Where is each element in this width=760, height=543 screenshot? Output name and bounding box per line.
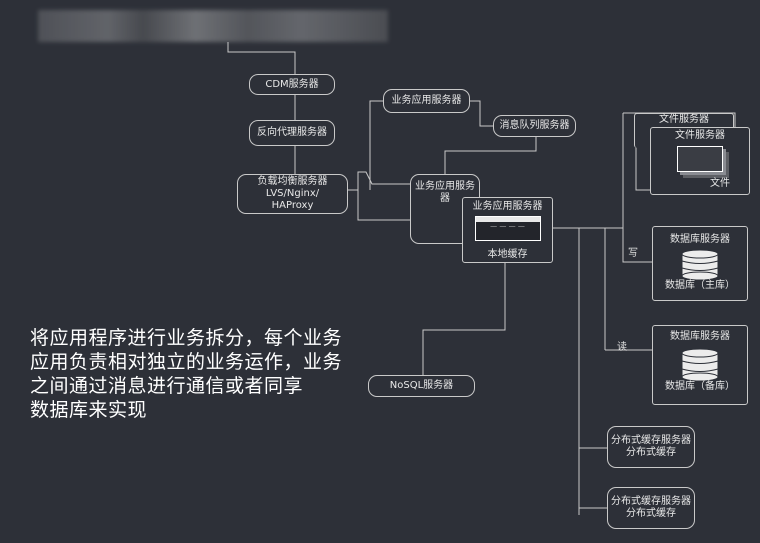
window-titlebar xyxy=(475,217,540,222)
caption-line: 数据库来实现 xyxy=(30,399,148,421)
cdn-server: CDM服务器 xyxy=(249,74,335,95)
nosql-server: NoSQL服务器 xyxy=(368,375,475,397)
file-label: 文件 xyxy=(710,178,730,189)
file-server: 文件服务器 文件 xyxy=(650,127,750,195)
blurred-header xyxy=(38,10,388,42)
dist-cache-server-1: 分布式缓存服务器 分布式缓存 xyxy=(607,426,695,468)
nosql-server-label: NoSQL服务器 xyxy=(389,380,454,391)
caption-line: 之间通过消息进行通信或者同享 xyxy=(30,375,304,397)
local-cache-label: 本地缓存 xyxy=(487,249,528,260)
mq-server-label: 消息队列服务器 xyxy=(499,120,570,131)
db-server-slave: 数据库服务器 数据库（备库） xyxy=(652,325,748,405)
cdn-server-label: CDM服务器 xyxy=(265,78,319,90)
app-server-top: 业务应用服务器 xyxy=(383,89,470,113)
dist-cache-2-label-1: 分布式缓存服务器 xyxy=(611,496,691,507)
load-balancer-label-3: HAProxy xyxy=(271,200,314,211)
dist-cache-1-label-1: 分布式缓存服务器 xyxy=(611,435,691,446)
file-server-label: 文件服务器 xyxy=(675,130,725,141)
dist-cache-server-2: 分布式缓存服务器 分布式缓存 xyxy=(607,487,695,529)
file-stack-icon xyxy=(677,146,723,172)
reverse-proxy-server: 反向代理服务器 xyxy=(249,120,335,146)
caption-line: 将应用程序进行业务拆分，每个业务 xyxy=(30,327,343,349)
dist-cache-1-label-2: 分布式缓存 xyxy=(626,447,676,458)
db-master-label: 数据库（主库） xyxy=(665,280,735,291)
write-label: 写 xyxy=(628,248,638,259)
app-server-mid-label: 业务应用服务器 xyxy=(415,181,475,204)
read-label: 读 xyxy=(617,342,627,353)
caption-line: 应用负责相对独立的业务运作，业务 xyxy=(30,351,343,373)
app-server-front-label: 业务应用服务器 xyxy=(472,201,543,212)
app-server-top-label: 业务应用服务器 xyxy=(391,95,462,106)
database-icon xyxy=(681,249,719,280)
window-dashes: — — — — xyxy=(490,222,525,230)
mq-server: 消息队列服务器 xyxy=(493,115,576,137)
load-balancer-label-2: LVS/Nginx/ xyxy=(265,188,320,199)
database-icon xyxy=(681,348,719,381)
dist-cache-2-label-2: 分布式缓存 xyxy=(626,508,676,519)
file-server-back-label: 文件服务器 xyxy=(659,114,709,125)
app-server-front: 业务应用服务器 — — — — 本地缓存 xyxy=(462,197,553,263)
reverse-proxy-label: 反向代理服务器 xyxy=(257,127,327,138)
db-master-server-label: 数据库服务器 xyxy=(670,234,730,245)
load-balancer-server: 负载均衡服务器 LVS/Nginx/ HAProxy xyxy=(237,174,348,214)
caption: 将应用程序进行业务拆分，每个业务 应用负责相对独立的业务运作，业务 之间通过消息… xyxy=(30,326,342,422)
db-server-master: 数据库服务器 数据库（主库） xyxy=(652,226,748,301)
db-slave-label: 数据库（备库） xyxy=(665,381,735,392)
load-balancer-label-1: 负载均衡服务器 xyxy=(257,176,328,187)
local-cache-window: — — — — xyxy=(474,216,541,241)
db-slave-server-label: 数据库服务器 xyxy=(670,331,730,342)
